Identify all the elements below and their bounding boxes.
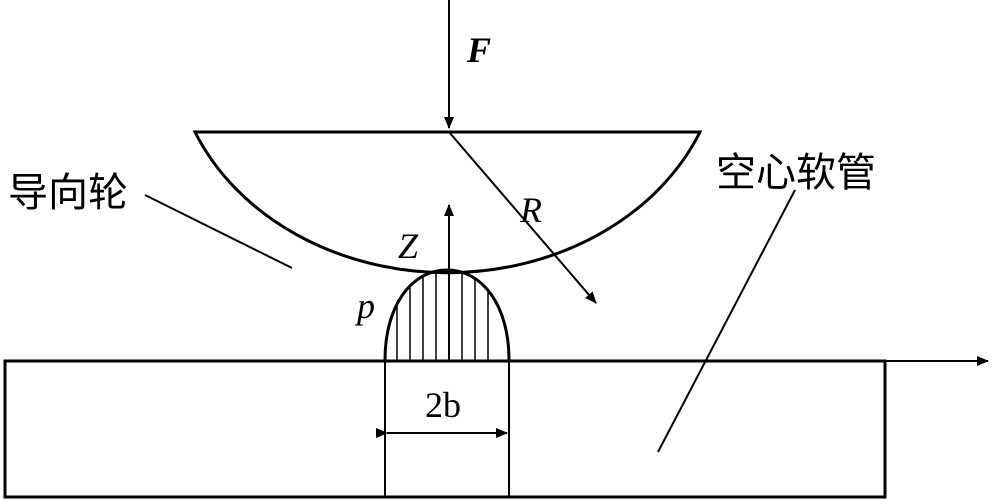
radius-arrow <box>448 131 597 304</box>
hollow-hose-leader <box>657 189 796 453</box>
pressure-hatching <box>396 270 489 360</box>
z-axis-label: Z <box>398 226 419 266</box>
hollow-hose-rect <box>3 359 887 499</box>
guide-wheel-label: 导向轮 <box>8 170 128 216</box>
hollow-hose-label: 空心软管 <box>716 150 876 196</box>
guide-wheel-leader <box>144 194 293 269</box>
force-label: F <box>466 30 491 70</box>
pressure-label: p <box>354 286 375 326</box>
guide-wheel-outline <box>192 130 703 275</box>
contact-width-label: 2b <box>425 385 461 425</box>
pressure-distribution <box>383 268 511 361</box>
radius-label: R <box>519 190 542 230</box>
